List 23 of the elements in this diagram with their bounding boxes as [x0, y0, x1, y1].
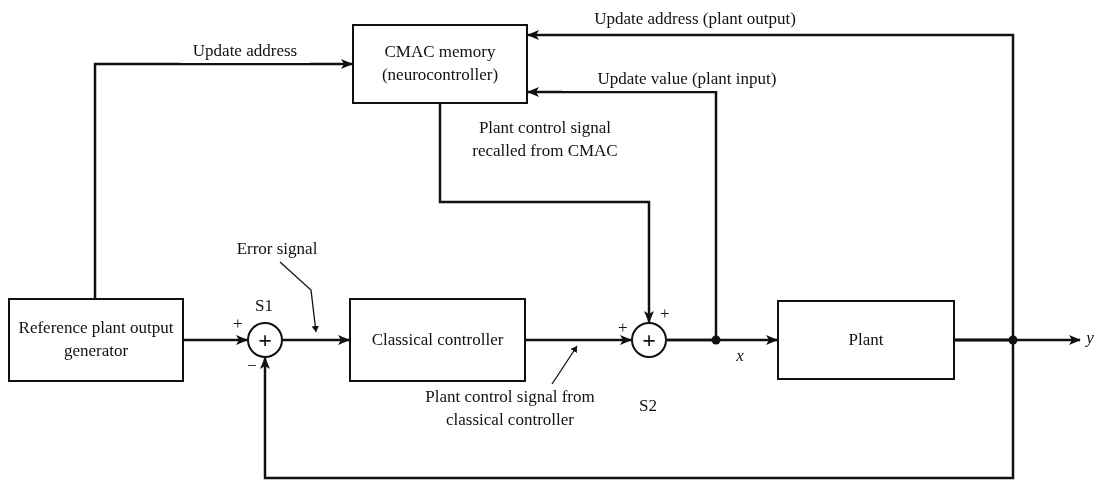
- arrow: [260, 338, 1015, 480]
- arrow: [93, 59, 353, 298]
- junction-label: S1: [255, 296, 273, 316]
- arrow: [184, 335, 248, 345]
- process-box: CMAC memory (neurocontroller): [352, 24, 528, 104]
- summing-junction: +: [247, 322, 283, 358]
- junction-label: S2: [639, 396, 657, 416]
- annotation-text: Plant control signal from classical controller: [420, 384, 600, 434]
- process-box: Reference plant output generator: [8, 298, 184, 382]
- arrow: [667, 335, 778, 345]
- leader-line: [551, 345, 578, 385]
- sign-label: +: [233, 314, 243, 334]
- sign-label: +: [618, 318, 628, 338]
- annotation-text: Error signal: [222, 236, 332, 262]
- arrow: [438, 104, 654, 323]
- leader-line: [279, 261, 319, 333]
- arrow: [526, 335, 632, 345]
- arrow: [283, 335, 350, 345]
- sign-label: +: [660, 304, 670, 324]
- summing-junction: +: [631, 322, 667, 358]
- sign-label: −: [247, 356, 257, 376]
- process-box: Classical controller: [349, 298, 526, 382]
- process-box: Plant: [777, 300, 955, 380]
